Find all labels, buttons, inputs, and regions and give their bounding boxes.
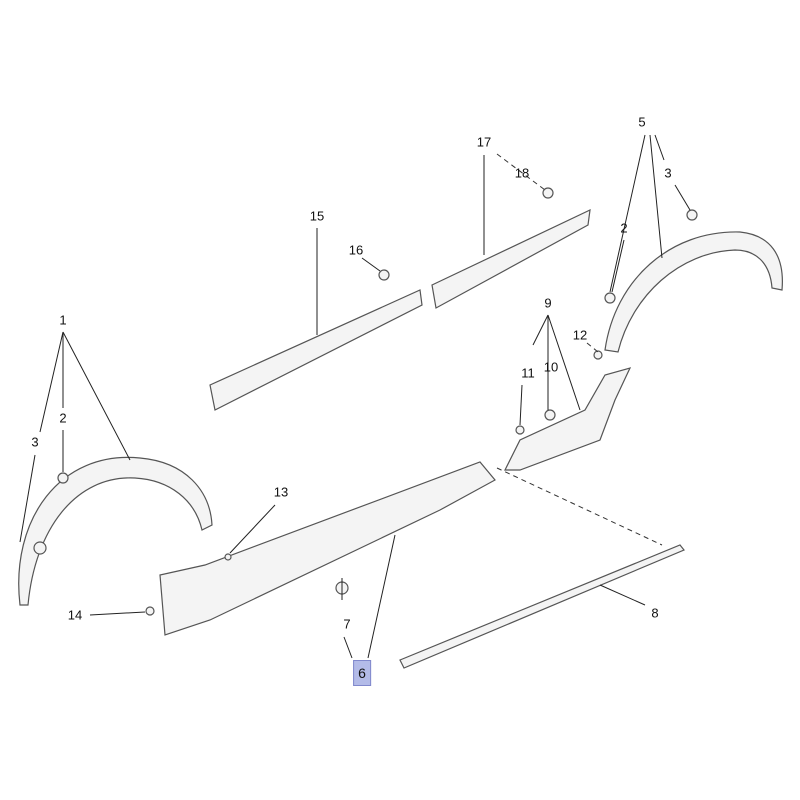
clip [515,425,525,435]
front-wheel-arch-molding [18,456,213,606]
clip [57,472,69,484]
clip [686,209,698,221]
leader-lines [19,134,691,659]
callout-2-rear[interactable]: 2 [620,220,628,236]
callout-13[interactable]: 13 [273,484,289,500]
callout-2[interactable]: 2 [59,410,67,426]
clip [224,553,232,561]
callout-10[interactable]: 10 [543,359,559,375]
rear-wheel-arch-molding [604,231,783,353]
callout-3[interactable]: 3 [31,434,39,450]
callout-5[interactable]: 5 [638,114,646,130]
callout-18[interactable]: 18 [514,165,530,181]
callout-11[interactable]: 11 [521,365,535,381]
clip [378,269,390,281]
clip [544,409,556,421]
callout-16[interactable]: 16 [348,242,364,258]
callout-7[interactable]: 7 [343,616,351,632]
rear-door-molding [431,208,591,309]
clip [604,292,616,304]
callout-15[interactable]: 15 [309,208,325,224]
clip [542,187,554,199]
callout-1[interactable]: 1 [59,312,67,328]
callout-9[interactable]: 9 [544,295,552,311]
sill-strip [399,544,685,669]
rocker-rear-extension [504,367,632,471]
callout-12[interactable]: 12 [572,327,588,343]
callout-3-rear[interactable]: 3 [664,165,672,181]
clip [33,541,47,555]
rocker-panel-molding [159,461,496,636]
callout-17[interactable]: 17 [476,134,492,150]
clip [593,350,603,360]
callout-6-highlighted[interactable]: 6 [353,660,371,686]
clip [145,606,155,616]
front-door-molding [209,289,423,411]
callout-14[interactable]: 14 [67,607,83,623]
callout-8[interactable]: 8 [651,605,659,621]
